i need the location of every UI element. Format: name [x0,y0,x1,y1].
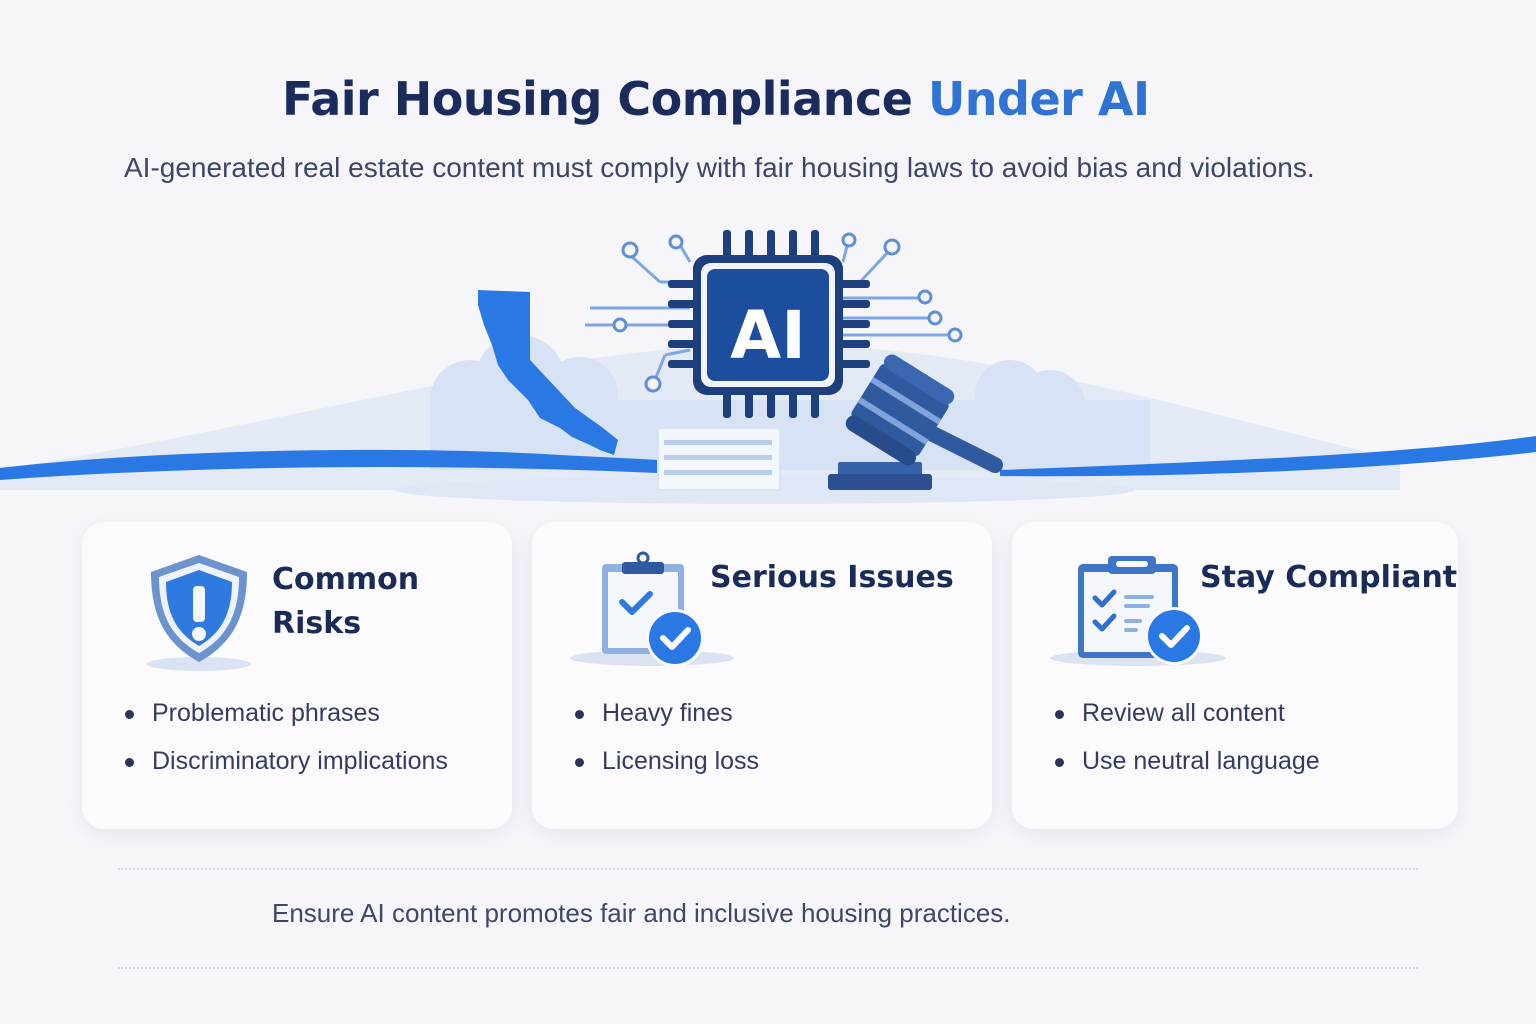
list-item: Problematic phrases [122,696,448,744]
card-stay-compliant: Stay Compliant Review all content Use ne… [1012,522,1458,829]
circuit-nodes [612,232,963,393]
title-accent: Under AI [927,72,1150,126]
list-item: Discriminatory implications [122,744,448,792]
chip-pins [668,230,870,418]
gavel-icon [828,354,1003,490]
shield-warning-icon [147,555,251,671]
card-common-risks: Common Risks Problematic phrases Discrim… [82,522,512,829]
footer-text: Ensure AI content promotes fair and incl… [272,898,1011,928]
title-main: Fair Housing Compliance [282,72,913,126]
page-title: Fair Housing Compliance Under AI [282,72,1150,126]
card-title: Common Risks [272,562,420,641]
card-list: Problematic phrases Discriminatory impli… [122,696,448,792]
ai-chip-label: AI [730,297,806,374]
list-item: Heavy fines [572,696,759,744]
card-serious-issues: Serious Issues Heavy fines Licensing los… [532,522,992,829]
card-list: Heavy fines Licensing loss [572,696,759,792]
checklist-icon [1050,556,1226,666]
clipboard-check-icon [570,551,734,667]
document-stack-icon [657,427,781,491]
california-map-icon [478,290,618,455]
page-subtitle: AI-generated real estate content must co… [124,152,1315,183]
wave-right [1000,436,1536,477]
list-item: Licensing loss [572,744,759,792]
card-title: Serious Issues [710,560,954,595]
card-list: Review all content Use neutral language [1052,696,1320,792]
dotted-divider-bottom [118,967,1418,969]
list-item: Use neutral language [1052,744,1320,792]
hero-illustration: AI [0,220,1536,510]
list-item: Review all content [1052,696,1320,744]
wave-left [0,449,700,480]
card-title: Stay Compliant [1200,560,1458,595]
dotted-divider-top [118,868,1418,870]
